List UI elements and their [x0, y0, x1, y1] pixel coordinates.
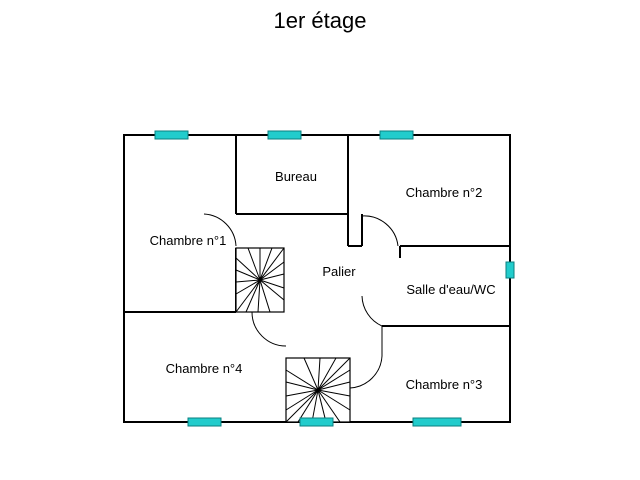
staircase-lower: [285, 357, 351, 423]
room-label-chambre-2: Chambre n°2: [406, 185, 483, 200]
window-chambre-2: [379, 130, 414, 140]
door-swings: [203, 213, 400, 389]
room-label-bureau: Bureau: [275, 169, 317, 184]
room-label-salle-eau: Salle d'eau/WC: [406, 282, 495, 297]
room-label-chambre-4: Chambre n°4: [166, 361, 243, 376]
page-title: 1er étage: [273, 8, 367, 33]
room-label-chambre-3: Chambre n°3: [406, 377, 483, 392]
window-palier: [299, 417, 334, 427]
window-salle-eau: [505, 261, 515, 279]
room-label-chambre-1: Chambre n°1: [150, 233, 227, 248]
window-chambre-4: [187, 417, 222, 427]
window-bureau: [267, 130, 302, 140]
window-chambre-3: [412, 417, 462, 427]
staircase-upper: [235, 247, 285, 313]
room-label-palier: Palier: [322, 264, 356, 279]
windows: [154, 130, 515, 427]
window-chambre-1: [154, 130, 189, 140]
interior-walls: [124, 135, 510, 327]
